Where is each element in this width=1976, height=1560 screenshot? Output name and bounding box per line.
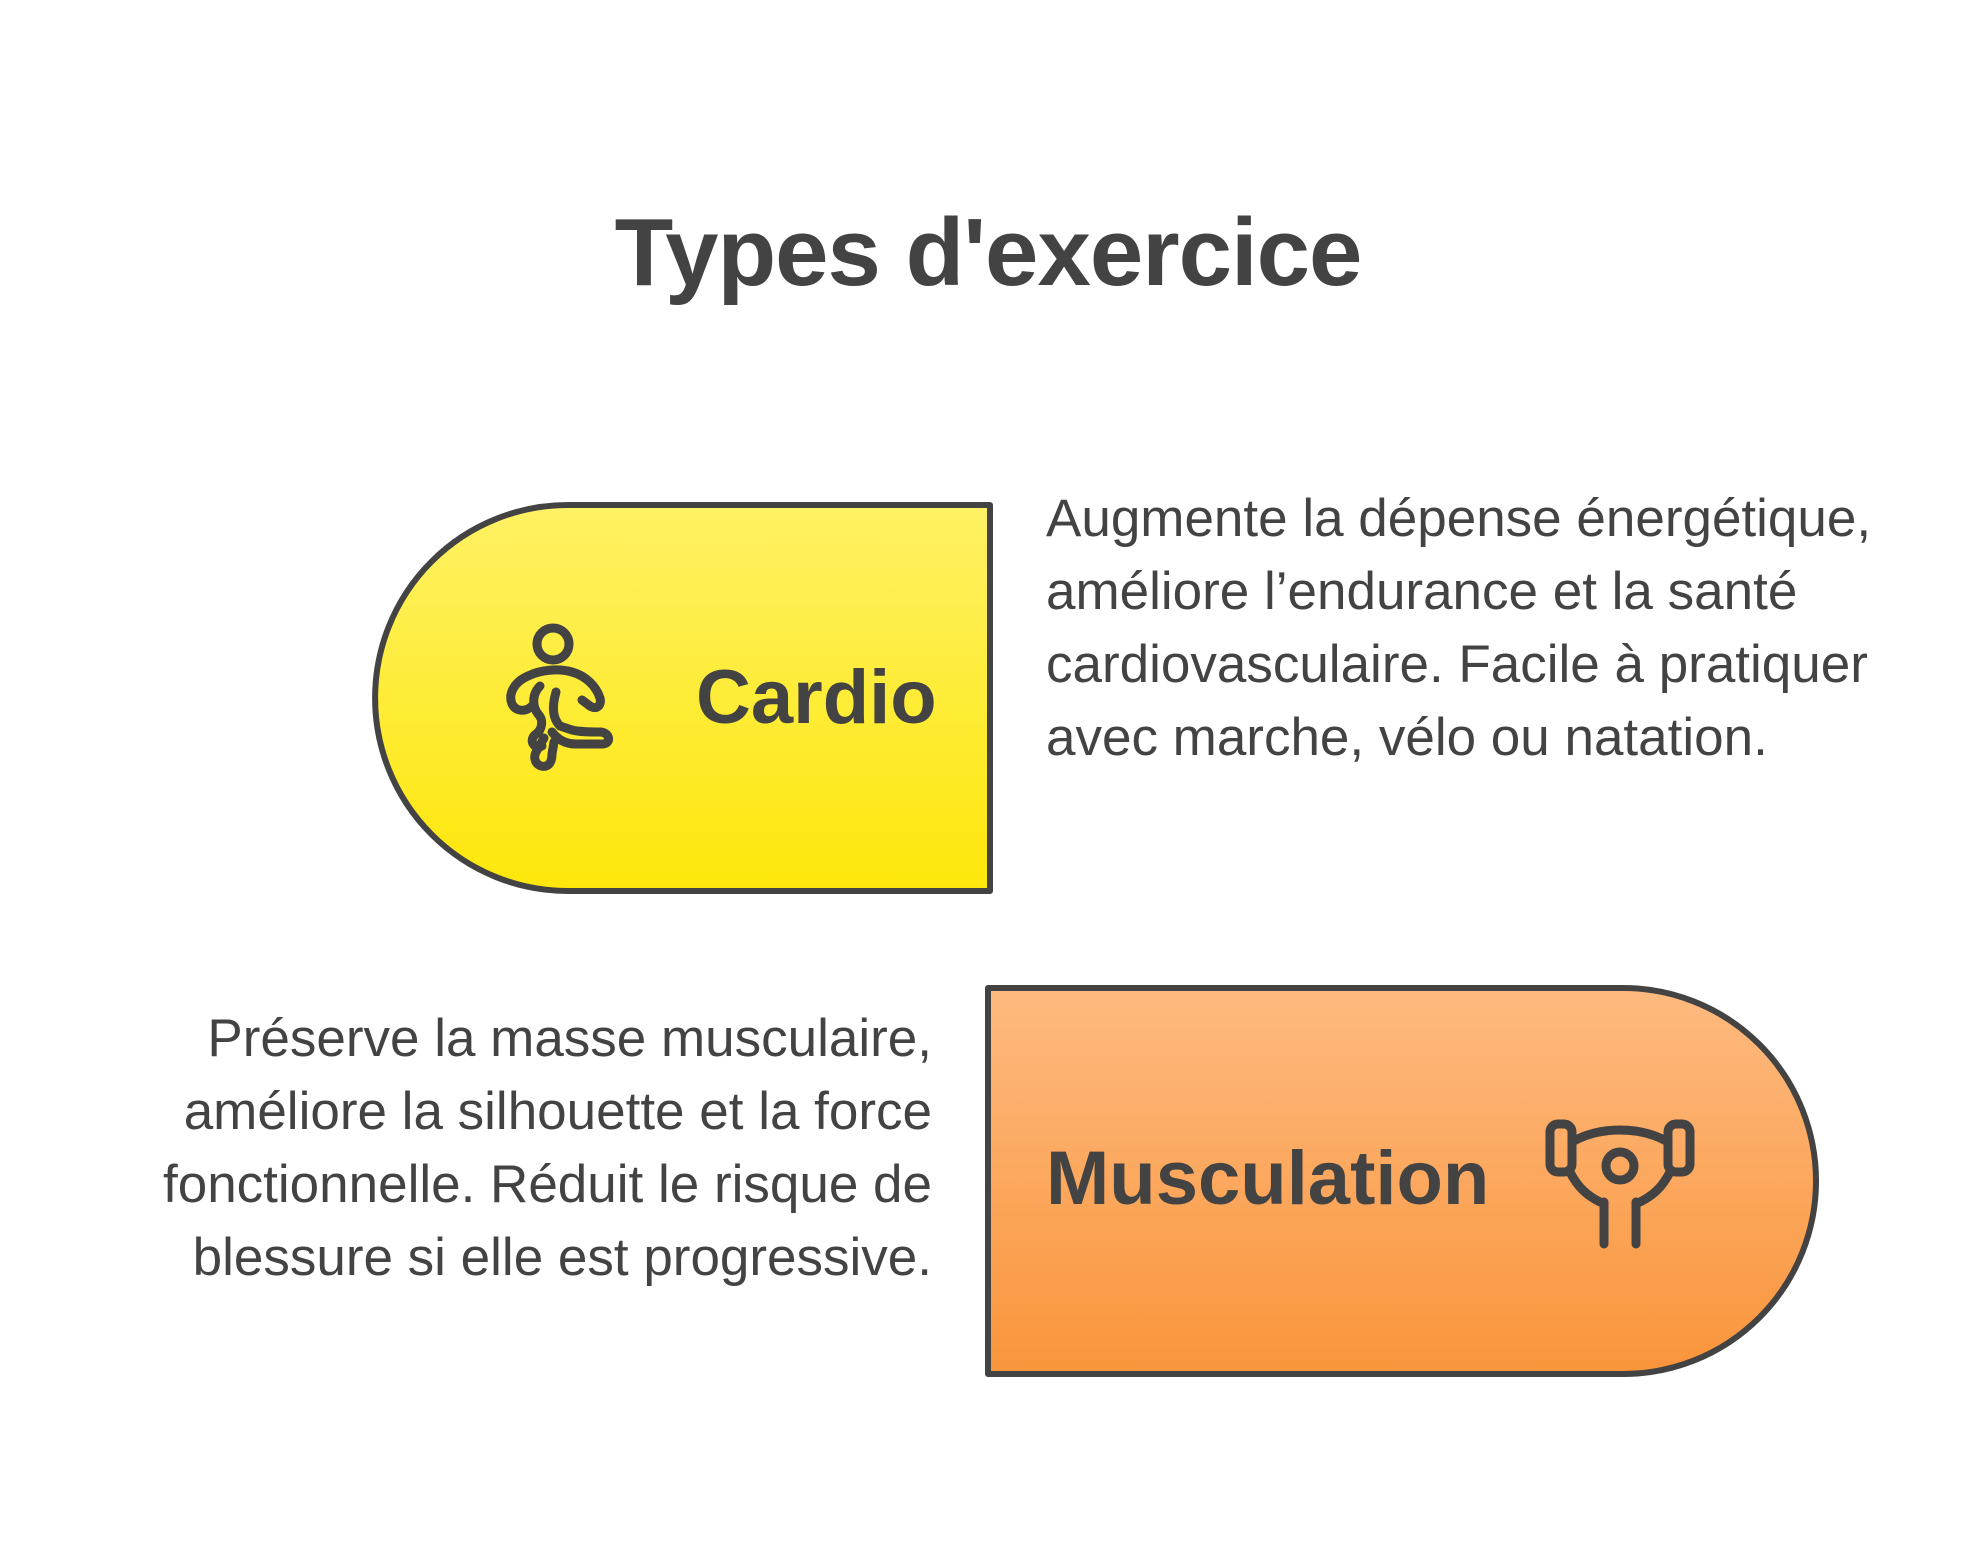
cardio-description: Augmente la dépense énergétique, amélior… xyxy=(1046,489,1872,767)
cardio-label: Cardio xyxy=(696,655,937,740)
musculation-description: Préserve la masse musculaire, améliore l… xyxy=(163,1009,932,1287)
cardio-card xyxy=(372,502,993,894)
musculation-card xyxy=(985,985,1819,1377)
running-person-icon xyxy=(506,623,613,771)
musculation-label: Musculation xyxy=(1046,1136,1490,1221)
weightlifter-icon xyxy=(1545,1119,1695,1249)
page-title: Types d'exercice xyxy=(614,199,1363,306)
